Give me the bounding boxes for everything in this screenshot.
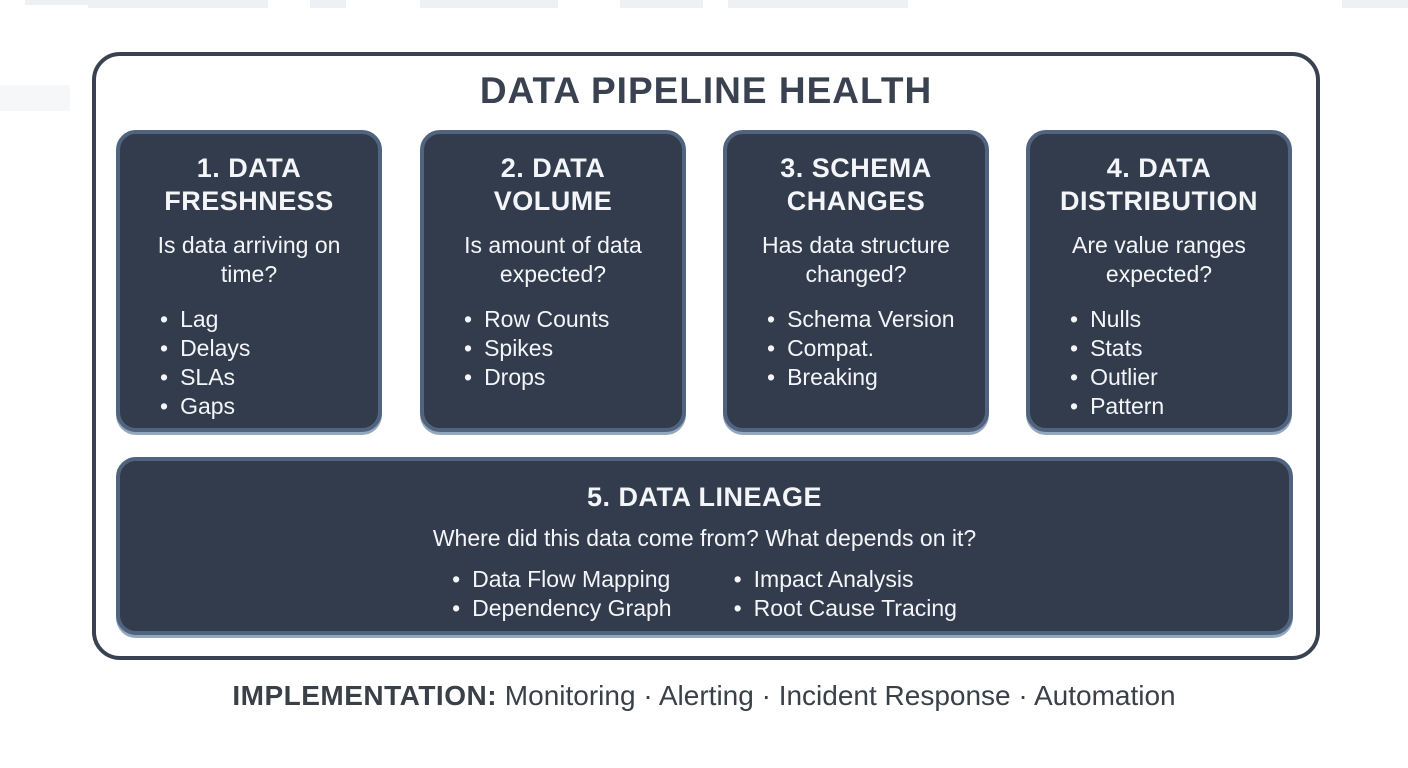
card-bullet-list: Lag Delays SLAs Gaps — [120, 305, 378, 421]
bullet-item: Schema Version — [767, 305, 985, 334]
bullet-item: Spikes — [464, 334, 682, 363]
bullet-item: Compat. — [767, 334, 985, 363]
card-title-line: 1. DATA — [196, 153, 302, 183]
card-bullet-list: Nulls Stats Outlier Pattern — [1030, 305, 1288, 421]
card-data-freshness: 1. DATA FRESHNESS Is data arriving on ti… — [116, 130, 382, 432]
left-edge-artifact — [0, 85, 70, 111]
card-title: 3. SCHEMA CHANGES — [727, 152, 985, 218]
top-edge-artifact — [620, 0, 703, 8]
card-question: Where did this data come from? What depe… — [432, 525, 977, 551]
bullet-item: Breaking — [767, 363, 985, 392]
bullet-item: Data Flow Mapping — [452, 565, 672, 594]
bullet-item: Delays — [160, 334, 378, 363]
implementation-label: IMPLEMENTATION: — [232, 680, 498, 711]
lineage-column-left: Data Flow Mapping Dependency Graph — [452, 565, 672, 623]
bullet-item: Root Cause Tracing — [734, 594, 957, 623]
card-question: Are value ranges expected? — [1072, 232, 1246, 287]
bullet-item: Row Counts — [464, 305, 682, 334]
card-title-line: DISTRIBUTION — [1060, 186, 1258, 216]
bullet-item: Pattern — [1070, 392, 1288, 421]
main-panel: DATA PIPELINE HEALTH 1. DATA FRESHNESS I… — [92, 52, 1320, 660]
bullet-item: Lag — [160, 305, 378, 334]
lineage-column-right: Impact Analysis Root Cause Tracing — [734, 565, 957, 623]
implementation-line: IMPLEMENTATION: Monitoring · Alerting · … — [0, 680, 1408, 712]
top-edge-artifact — [728, 0, 908, 8]
top-edge-artifact — [25, 0, 100, 5]
card-title: 1. DATA FRESHNESS — [120, 152, 378, 218]
card-title-line: VOLUME — [493, 186, 613, 216]
bullet-item: Nulls — [1070, 305, 1288, 334]
card-title: 2. DATA VOLUME — [424, 152, 682, 218]
bullet-item: Drops — [464, 363, 682, 392]
bullet-item: Outlier — [1070, 363, 1288, 392]
card-title-line: 4. DATA — [1106, 153, 1212, 183]
bullet-item: SLAs — [160, 363, 378, 392]
top-edge-artifact — [310, 0, 346, 8]
bullet-item: Dependency Graph — [452, 594, 671, 623]
bullet-item: Gaps — [160, 392, 378, 421]
card-question: Has data structure changed? — [762, 232, 950, 287]
card-bullet-list: Schema Version Compat. Breaking — [727, 305, 985, 392]
card-bullet-list: Row Counts Spikes Drops — [424, 305, 682, 392]
card-title-line: FRESHNESS — [164, 186, 334, 216]
card-title-line: 2. DATA — [500, 153, 606, 183]
bullet-item: Stats — [1070, 334, 1288, 363]
lineage-columns: Data Flow Mapping Dependency Graph Impac… — [120, 565, 1289, 623]
top-edge-artifact — [88, 0, 268, 8]
card-title-line: CHANGES — [786, 186, 926, 216]
page-title: DATA PIPELINE HEALTH — [479, 70, 933, 111]
card-question: Is amount of data expected? — [464, 232, 642, 287]
card-data-volume: 2. DATA VOLUME Is amount of data expecte… — [420, 130, 686, 432]
card-title-line: 3. SCHEMA — [780, 153, 932, 183]
card-data-distribution: 4. DATA DISTRIBUTION Are value ranges ex… — [1026, 130, 1292, 432]
implementation-items: Monitoring · Alerting · Incident Respons… — [497, 680, 1176, 711]
bullet-item: Impact Analysis — [734, 565, 957, 594]
card-schema-changes: 3. SCHEMA CHANGES Has data structure cha… — [723, 130, 989, 432]
top-edge-artifact — [420, 0, 558, 8]
card-title: 5. DATA LINEAGE — [586, 482, 822, 512]
card-title: 4. DATA DISTRIBUTION — [1030, 152, 1288, 218]
card-data-lineage: 5. DATA LINEAGE Where did this data come… — [116, 457, 1293, 635]
card-question: Is data arriving on time? — [157, 232, 341, 287]
top-edge-artifact — [1342, 0, 1408, 8]
